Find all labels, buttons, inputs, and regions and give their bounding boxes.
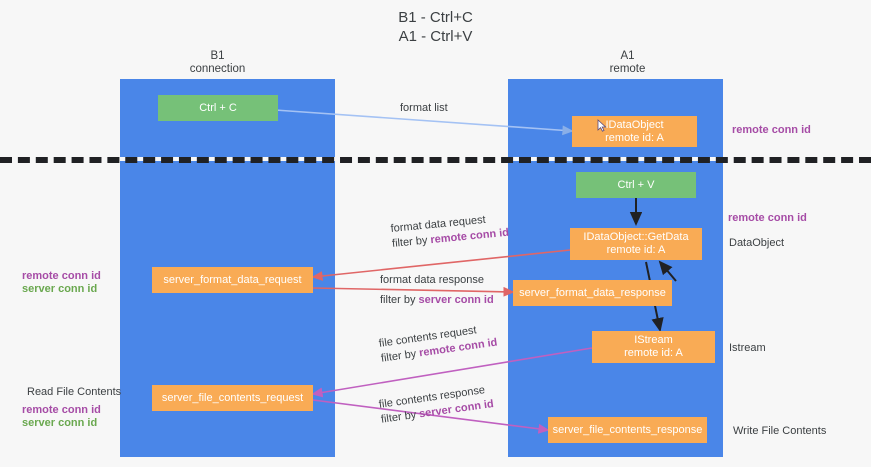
lane-b1-bottom [120, 161, 335, 457]
node-server-format-data-response[interactable]: server_format_data_response [513, 280, 672, 306]
lane-a1-bottom [508, 161, 723, 457]
column-header-a1: A1 remote [609, 50, 646, 75]
node-server-file-contents-response[interactable]: server_file_contents_response [548, 417, 707, 443]
node-server-file-contents-request[interactable]: server_file_contents_request [152, 385, 313, 411]
node-idataobject[interactable]: IDataObject remote id: A [572, 116, 697, 147]
edge-label-file-contents-request: file contents request filter by remote c… [378, 324, 499, 365]
edge-label-format-data-response: format data response filter by server co… [380, 274, 494, 306]
annotation-right-write-file-contents: Write File Contents [733, 425, 827, 437]
node-istream[interactable]: IStream remote id: A [592, 331, 715, 363]
time-divider [0, 157, 871, 163]
node-ctrl-v[interactable]: Ctrl + V [576, 172, 696, 198]
node-getdata[interactable]: IDataObject::GetData remote id: A [570, 228, 702, 260]
annotation-left-remote-conn-id-2: remote conn id [22, 404, 101, 416]
cursor-icon [597, 119, 607, 132]
edge-label-format-data-request: format data request filter by remote con… [390, 213, 510, 250]
annotation-right-dataobject: DataObject [729, 237, 785, 249]
annotation-right-remote-conn-id-mid: remote conn id [728, 212, 807, 224]
annotation-right-istream: Istream [729, 342, 766, 354]
edge-label-file-contents-response: file contents response filter by server … [378, 384, 495, 426]
node-ctrl-c[interactable]: Ctrl + C [158, 95, 278, 121]
annotation-left-server-conn-id: server conn id [22, 283, 98, 295]
page-title: B1 - Ctrl+C A1 - Ctrl+V [398, 9, 473, 45]
annotation-left-remote-conn-id: remote conn id [22, 270, 101, 282]
filter-server-conn-id: server conn id [418, 294, 494, 306]
annotation-left-read-file-contents: Read File Contents [27, 386, 122, 398]
node-server-format-data-request[interactable]: server_format_data_request [152, 267, 313, 293]
annotation-left-server-conn-id-2: server conn id [22, 417, 98, 429]
edge-label-format-list: format list [400, 102, 448, 114]
annotation-right-remote-conn-id-top: remote conn id [732, 124, 811, 136]
column-header-b1: B1 connection [189, 50, 246, 75]
